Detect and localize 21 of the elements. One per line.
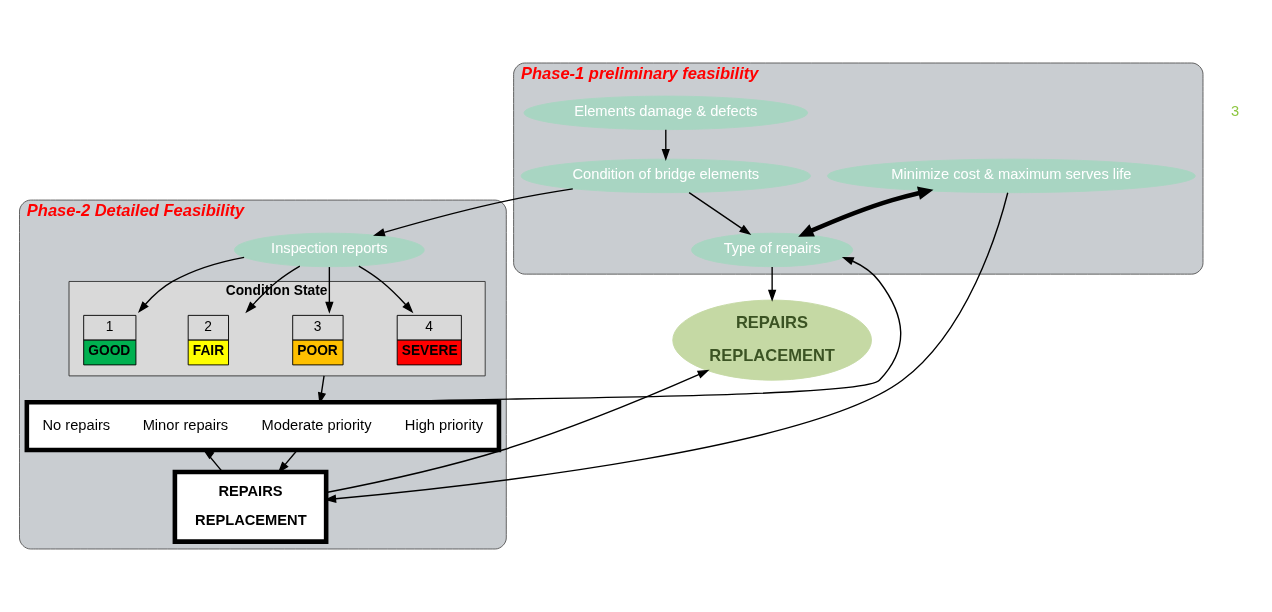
- arrow: [137, 256, 245, 313]
- arrow: [767, 266, 777, 302]
- arrow: [358, 265, 414, 314]
- arrow: [324, 192, 1009, 503]
- cluster: [24, 400, 502, 453]
- node-text: High priority: [404, 416, 484, 433]
- arrow: [661, 129, 670, 161]
- label: 3: [1231, 103, 1240, 120]
- node-ellipse: Elements damage & defects: [523, 95, 809, 131]
- arrow: [325, 369, 710, 494]
- arrow: [688, 191, 752, 235]
- node-text: Moderate priority: [261, 416, 372, 433]
- node-text: No repairs: [42, 416, 111, 433]
- node-ellipse: Condition of bridge elements: [520, 158, 811, 194]
- node-ellipse: Minimize cost & maximum serves life: [827, 158, 1196, 194]
- node-text: Minor repairs: [142, 416, 229, 433]
- node-ellipse: Inspection reports: [234, 232, 425, 268]
- node-box: REPAIRS REPLACEMENT: [172, 469, 329, 544]
- arrow: [325, 266, 334, 314]
- arrow: [373, 188, 574, 237]
- arrow: [798, 186, 934, 237]
